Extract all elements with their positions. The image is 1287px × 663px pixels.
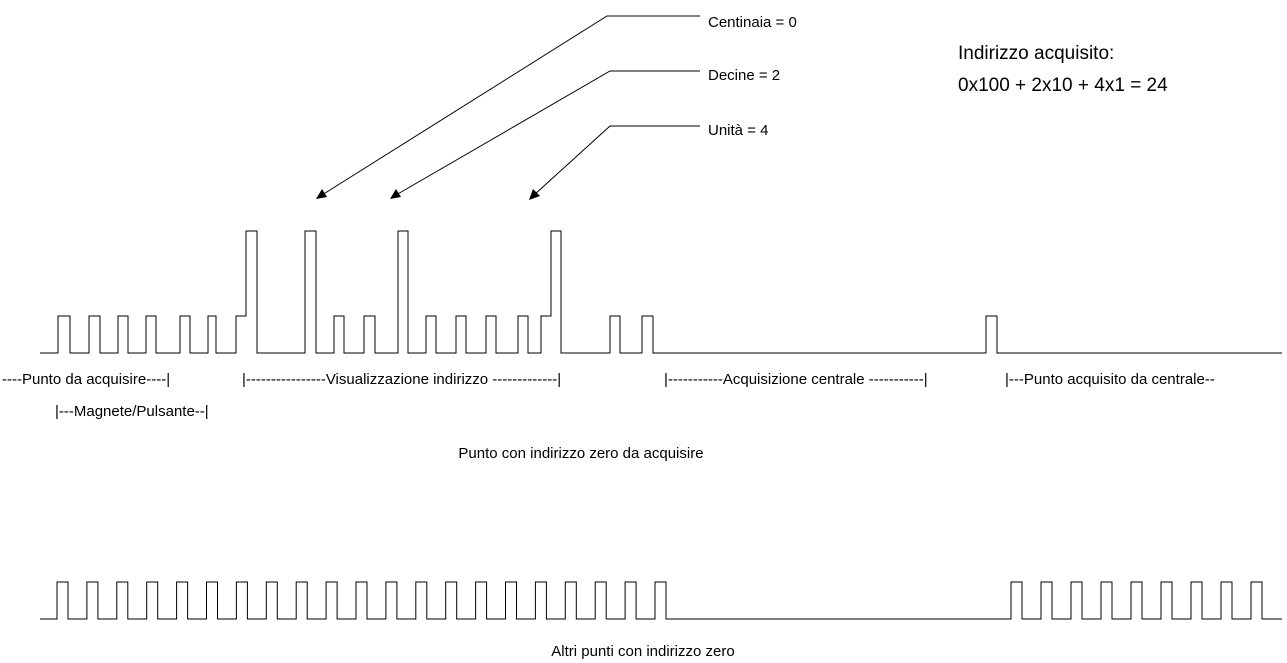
result-title: Indirizzo acquisito: bbox=[958, 43, 1114, 64]
label-centinaia: Centinaia = 0 bbox=[708, 14, 797, 31]
waveform-address-zero-acquire bbox=[40, 230, 1282, 354]
waveform-other-points bbox=[40, 581, 1282, 620]
phase-acquisizione-centrale: |-----------Acquisizione centrale ------… bbox=[664, 371, 928, 388]
phase-punto-da-acquisire: ----Punto da acquisire----| bbox=[2, 371, 170, 388]
label-decine: Decine = 2 bbox=[708, 67, 780, 84]
result-formula: 0x100 + 2x10 + 4x1 = 24 bbox=[958, 75, 1168, 96]
arrow-centinaia bbox=[316, 15, 700, 199]
arrow-decine bbox=[390, 70, 700, 199]
phase-visualizzazione-indirizzo: |----------------Visualizzazione indiriz… bbox=[242, 371, 561, 388]
label-unita: Unità = 4 bbox=[708, 122, 768, 139]
caption-top: Punto con indirizzo zero da acquisire bbox=[458, 445, 703, 462]
phase-punto-acquisito: |---Punto acquisito da centrale-- bbox=[1005, 371, 1215, 388]
arrow-unita bbox=[529, 125, 700, 200]
caption-bottom: Altri punti con indirizzo zero bbox=[551, 643, 734, 660]
phase-magnete-pulsante: |---Magnete/Pulsante--| bbox=[55, 403, 209, 420]
